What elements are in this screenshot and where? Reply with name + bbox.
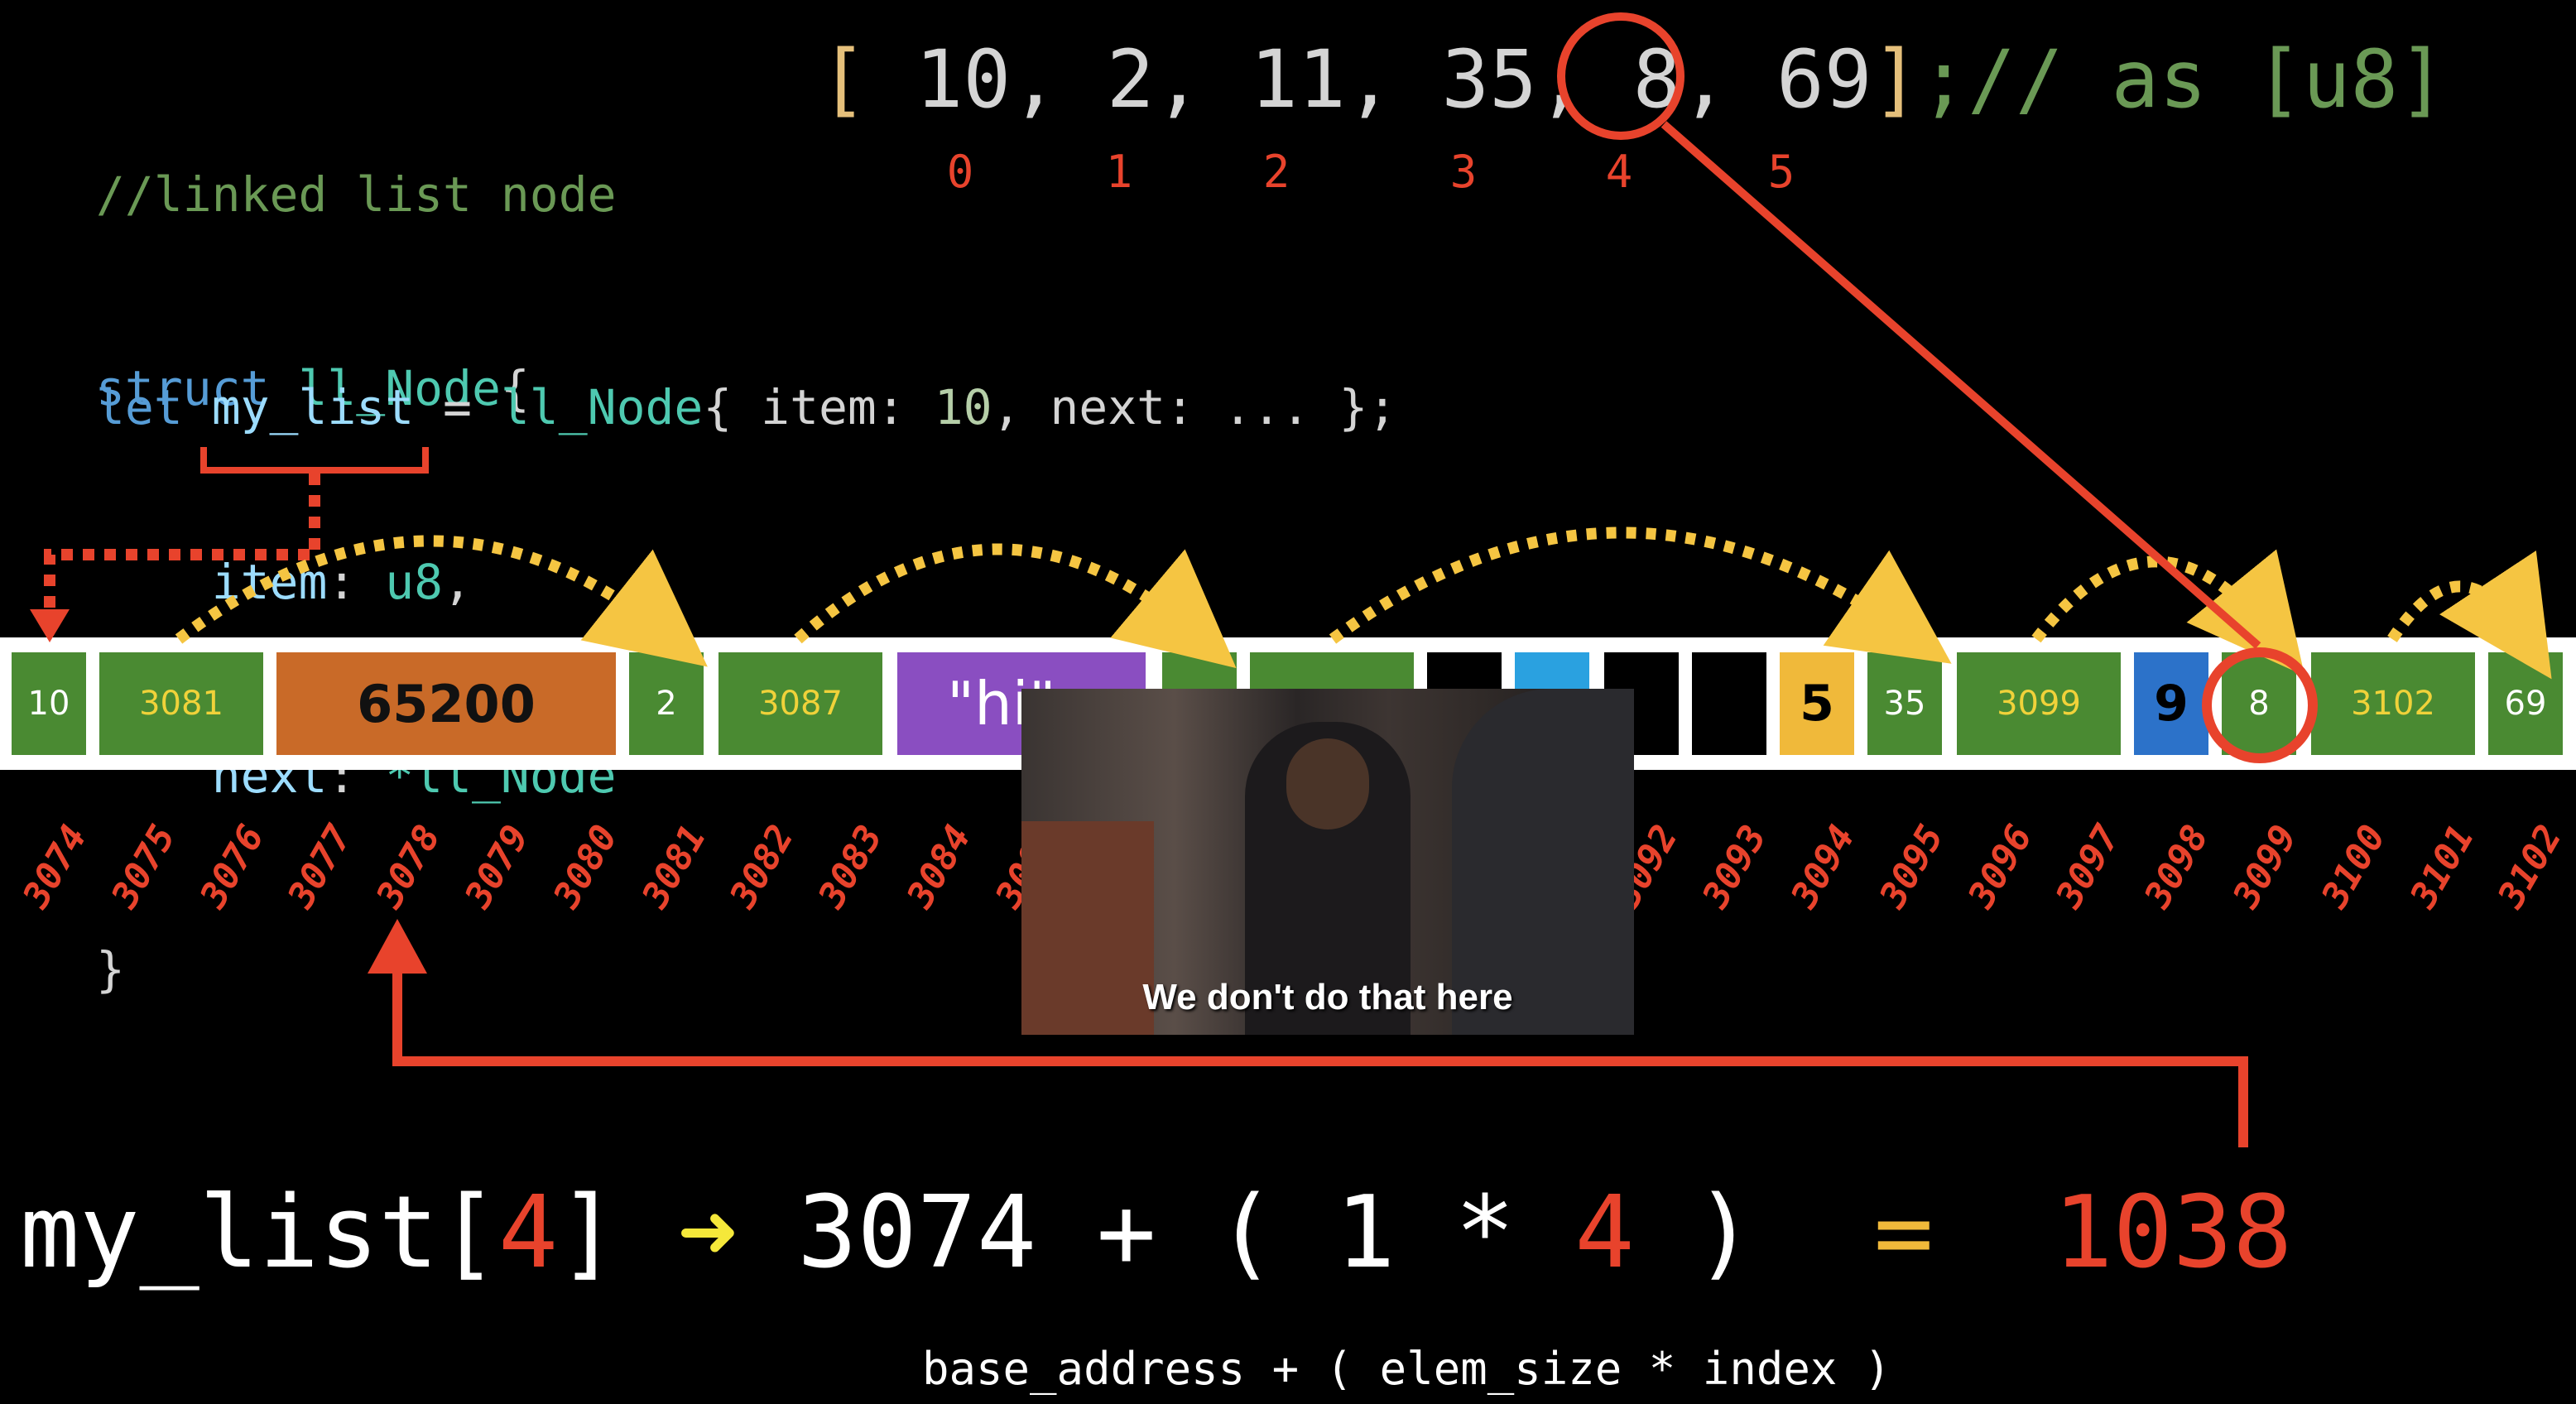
index-formula: my_list[4] ➜ 3074 + ( 1 * 4 ) = 1038: [20, 1176, 2292, 1291]
array-literal: [ 10, 2, 11, 35, 8, 69];// as [u8]: [819, 33, 2447, 126]
array-open-bracket: [: [819, 33, 867, 126]
ctor-item-value: 10: [934, 379, 992, 435]
meme-caption: We don't do that here: [1142, 977, 1513, 1017]
meme-bg-figure: [1021, 821, 1154, 1035]
array-index: 1: [1105, 146, 1133, 198]
struct-close: }: [96, 941, 125, 998]
array-item: 35: [1441, 33, 1537, 126]
meme-fg-figure: [1452, 689, 1634, 1035]
memory-cell: 3087: [718, 652, 882, 755]
right-arrow-icon: ➜: [677, 1176, 738, 1291]
array-item: 11: [1250, 33, 1346, 126]
array-index: 5: [1767, 146, 1795, 198]
formula-result: 1038: [2053, 1176, 2293, 1291]
next-pointer-arc: [794, 543, 1237, 669]
assign-op: =: [414, 379, 501, 435]
variable-bracket: [200, 447, 429, 474]
formula-equals: =: [1873, 1176, 1934, 1291]
code-comment: //linked list node: [96, 166, 617, 223]
pointer-dotted-line: [44, 474, 320, 613]
highlight-circle-array: [1557, 12, 1684, 140]
memory-cell-empty: [1692, 652, 1766, 755]
memory-cell: 2: [629, 652, 704, 755]
highlight-circle-cell: [2202, 647, 2318, 763]
formula-base: 3074 + ( 1 *: [797, 1176, 1575, 1291]
connector-line: [1660, 121, 2261, 649]
formula-lhs-close: ]: [558, 1176, 618, 1291]
memory-cell: 3099: [1957, 652, 2121, 755]
array-close-bracket: ]: [1872, 33, 1920, 126]
array-item: 10: [915, 33, 1012, 126]
struct-keyword: struct: [96, 360, 270, 416]
array-index: 2: [1262, 146, 1290, 198]
pointer-arrowhead: [30, 609, 70, 642]
memory-cell: 35: [1867, 652, 1942, 755]
formula-close: ): [1634, 1176, 1755, 1291]
struct-open: {: [500, 360, 530, 416]
next-pointer-arc: [1329, 526, 1952, 664]
result-arrowhead: [368, 919, 427, 974]
array-tail-comment: ;// as [u8]: [1920, 33, 2447, 126]
array-item: 69: [1776, 33, 1872, 126]
code-block: //linked list node struct ll_Node{ item:…: [96, 33, 617, 1066]
array-index: 3: [1449, 146, 1478, 198]
let-statement: let my_list = ll_Node{ item: 10, next: .…: [96, 379, 1396, 435]
meme-image: We don't do that here: [1021, 689, 1634, 1035]
ctor-rest: , next: ... };: [992, 379, 1397, 435]
ctor-name: ll_Node: [500, 379, 704, 435]
array-item: 2: [1106, 33, 1155, 126]
variable-name: my_list: [211, 379, 415, 435]
array-index: 0: [946, 146, 974, 198]
memory-cell: 5: [1780, 652, 1854, 755]
next-pointer-arc: [2387, 550, 2552, 680]
struct-name: ll_Node: [298, 360, 501, 416]
formula-caption: base_address + ( elem_size * index ): [922, 1343, 1891, 1395]
memory-cell: 3081: [99, 652, 263, 755]
let-keyword: let: [96, 379, 183, 435]
formula-lhs-name: my_list[: [20, 1176, 498, 1291]
memory-cell: 10: [12, 652, 86, 755]
next-pointer-arc: [2031, 549, 2305, 676]
result-arrow: [392, 969, 2248, 1147]
field-item-type: u8: [385, 554, 444, 610]
formula-index: 4: [1574, 1176, 1635, 1291]
memory-cell: 65200: [276, 652, 616, 755]
next-pointer-arc: [175, 535, 708, 667]
array-index: 4: [1605, 146, 1633, 198]
formula-lhs-index: 4: [497, 1176, 559, 1291]
meme-face: [1286, 738, 1369, 829]
ctor-body: { item:: [703, 379, 935, 435]
